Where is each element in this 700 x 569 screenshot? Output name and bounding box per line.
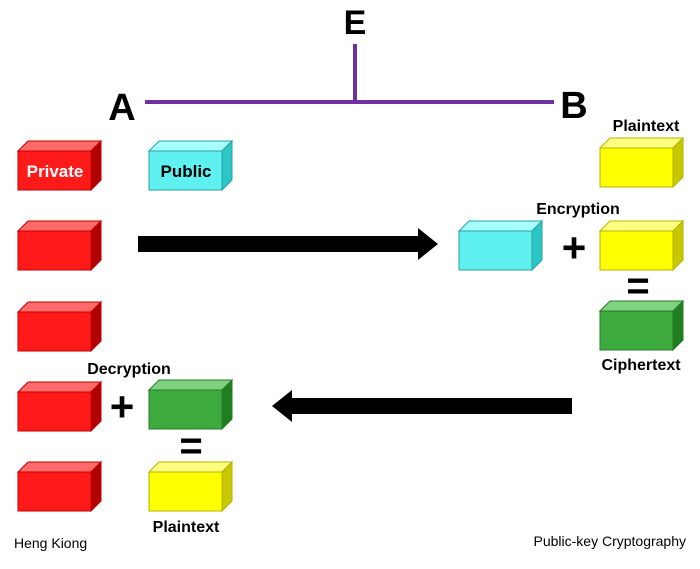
decryption-equals-sign: = <box>179 424 202 468</box>
communication-channel <box>145 44 554 104</box>
diagram-title: Public-key Cryptography <box>533 533 686 549</box>
private-key-label: Private <box>27 162 84 181</box>
ciphertext-block-a <box>147 378 234 431</box>
send-ciphertext-arrow <box>272 390 572 422</box>
decryption-label: Decryption <box>87 361 171 378</box>
plaintext-bottom-label: Plaintext <box>153 519 220 536</box>
ciphertext-block-b <box>598 299 685 352</box>
party-e-label: E <box>344 4 367 42</box>
send-public-key-arrow <box>138 228 438 260</box>
public-key-block-1 <box>147 139 234 192</box>
private-key-block-4 <box>16 380 103 433</box>
encryption-label: Encryption <box>536 201 620 218</box>
public-key-label: Public <box>160 162 211 181</box>
encryption-equals-sign: = <box>626 264 649 308</box>
party-b-label: B <box>560 85 587 127</box>
ciphertext-label: Ciphertext <box>601 357 681 374</box>
private-key-block-3 <box>16 300 103 353</box>
public-key-block-encrypt <box>457 219 544 272</box>
encryption-plus-sign: + <box>562 224 587 271</box>
plaintext-block-a-recovered <box>147 460 234 513</box>
decryption-plus-sign: + <box>110 383 135 430</box>
author-credit: Heng Kiong <box>14 535 87 551</box>
private-key-block-2 <box>16 219 103 272</box>
plaintext-top-label: Plaintext <box>613 118 680 135</box>
private-key-block-1 <box>16 139 103 192</box>
plaintext-block-b-original <box>598 136 685 189</box>
private-key-block-5 <box>16 460 103 513</box>
plaintext-block-encrypt <box>598 219 685 272</box>
party-a-label: A <box>108 87 135 129</box>
